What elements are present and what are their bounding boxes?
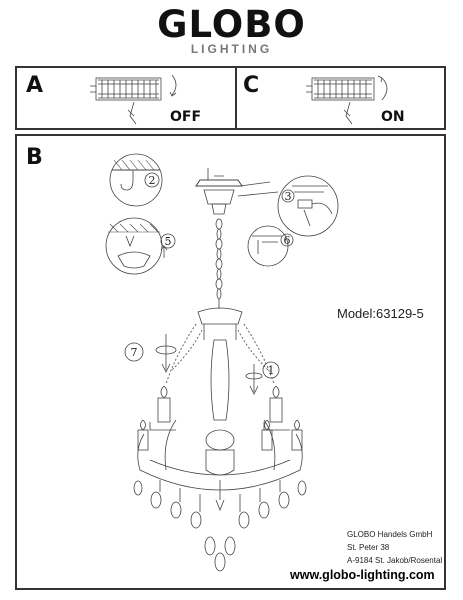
ceiling-canopy-icon bbox=[195, 168, 279, 215]
panel-b-frame bbox=[15, 134, 446, 590]
step-3-number: 3 bbox=[285, 190, 292, 203]
step-7-number: 7 bbox=[131, 346, 138, 359]
panel-a-label: A bbox=[26, 73, 44, 98]
wiring-detail-icon bbox=[277, 175, 339, 237]
step-6-number: 6 bbox=[284, 234, 291, 247]
hook-detail-icon bbox=[109, 153, 163, 207]
switch-on-label: ON bbox=[381, 109, 405, 125]
model-number: Model:63129-5 bbox=[337, 306, 424, 321]
terminal-block-a-icon bbox=[90, 74, 177, 125]
canopy-screw-detail-icon bbox=[247, 225, 294, 267]
step-1-number: 1 bbox=[268, 364, 275, 377]
rotate-arrow-icon bbox=[124, 334, 177, 373]
company-website: www.globo-lighting.com bbox=[290, 568, 435, 582]
chandelier-icon bbox=[133, 307, 307, 572]
company-name: GLOBO Handels GmbH bbox=[347, 530, 433, 539]
canopy-detail-icon bbox=[105, 217, 176, 275]
brand-logo: GLOBO LIGHTING bbox=[0, 3, 463, 57]
down-arrow-icon bbox=[245, 361, 280, 395]
chain-icon bbox=[215, 218, 223, 309]
step-2-number: 2 bbox=[149, 174, 156, 187]
brand-name: GLOBO bbox=[157, 3, 306, 46]
terminal-block-c-icon bbox=[306, 75, 388, 125]
company-street: St. Peter 38 bbox=[347, 543, 390, 552]
brand-subtitle: LIGHTING bbox=[190, 42, 273, 56]
company-city: A-9184 St. Jakob/Rosental bbox=[347, 556, 443, 565]
panel-c-label: C bbox=[243, 73, 260, 98]
switch-off-label: OFF bbox=[170, 109, 202, 125]
step-5-number: 5 bbox=[165, 235, 172, 248]
panel-b-label: B bbox=[26, 145, 43, 170]
panel-divider bbox=[235, 66, 237, 130]
panel-a-c-frame bbox=[15, 66, 446, 130]
